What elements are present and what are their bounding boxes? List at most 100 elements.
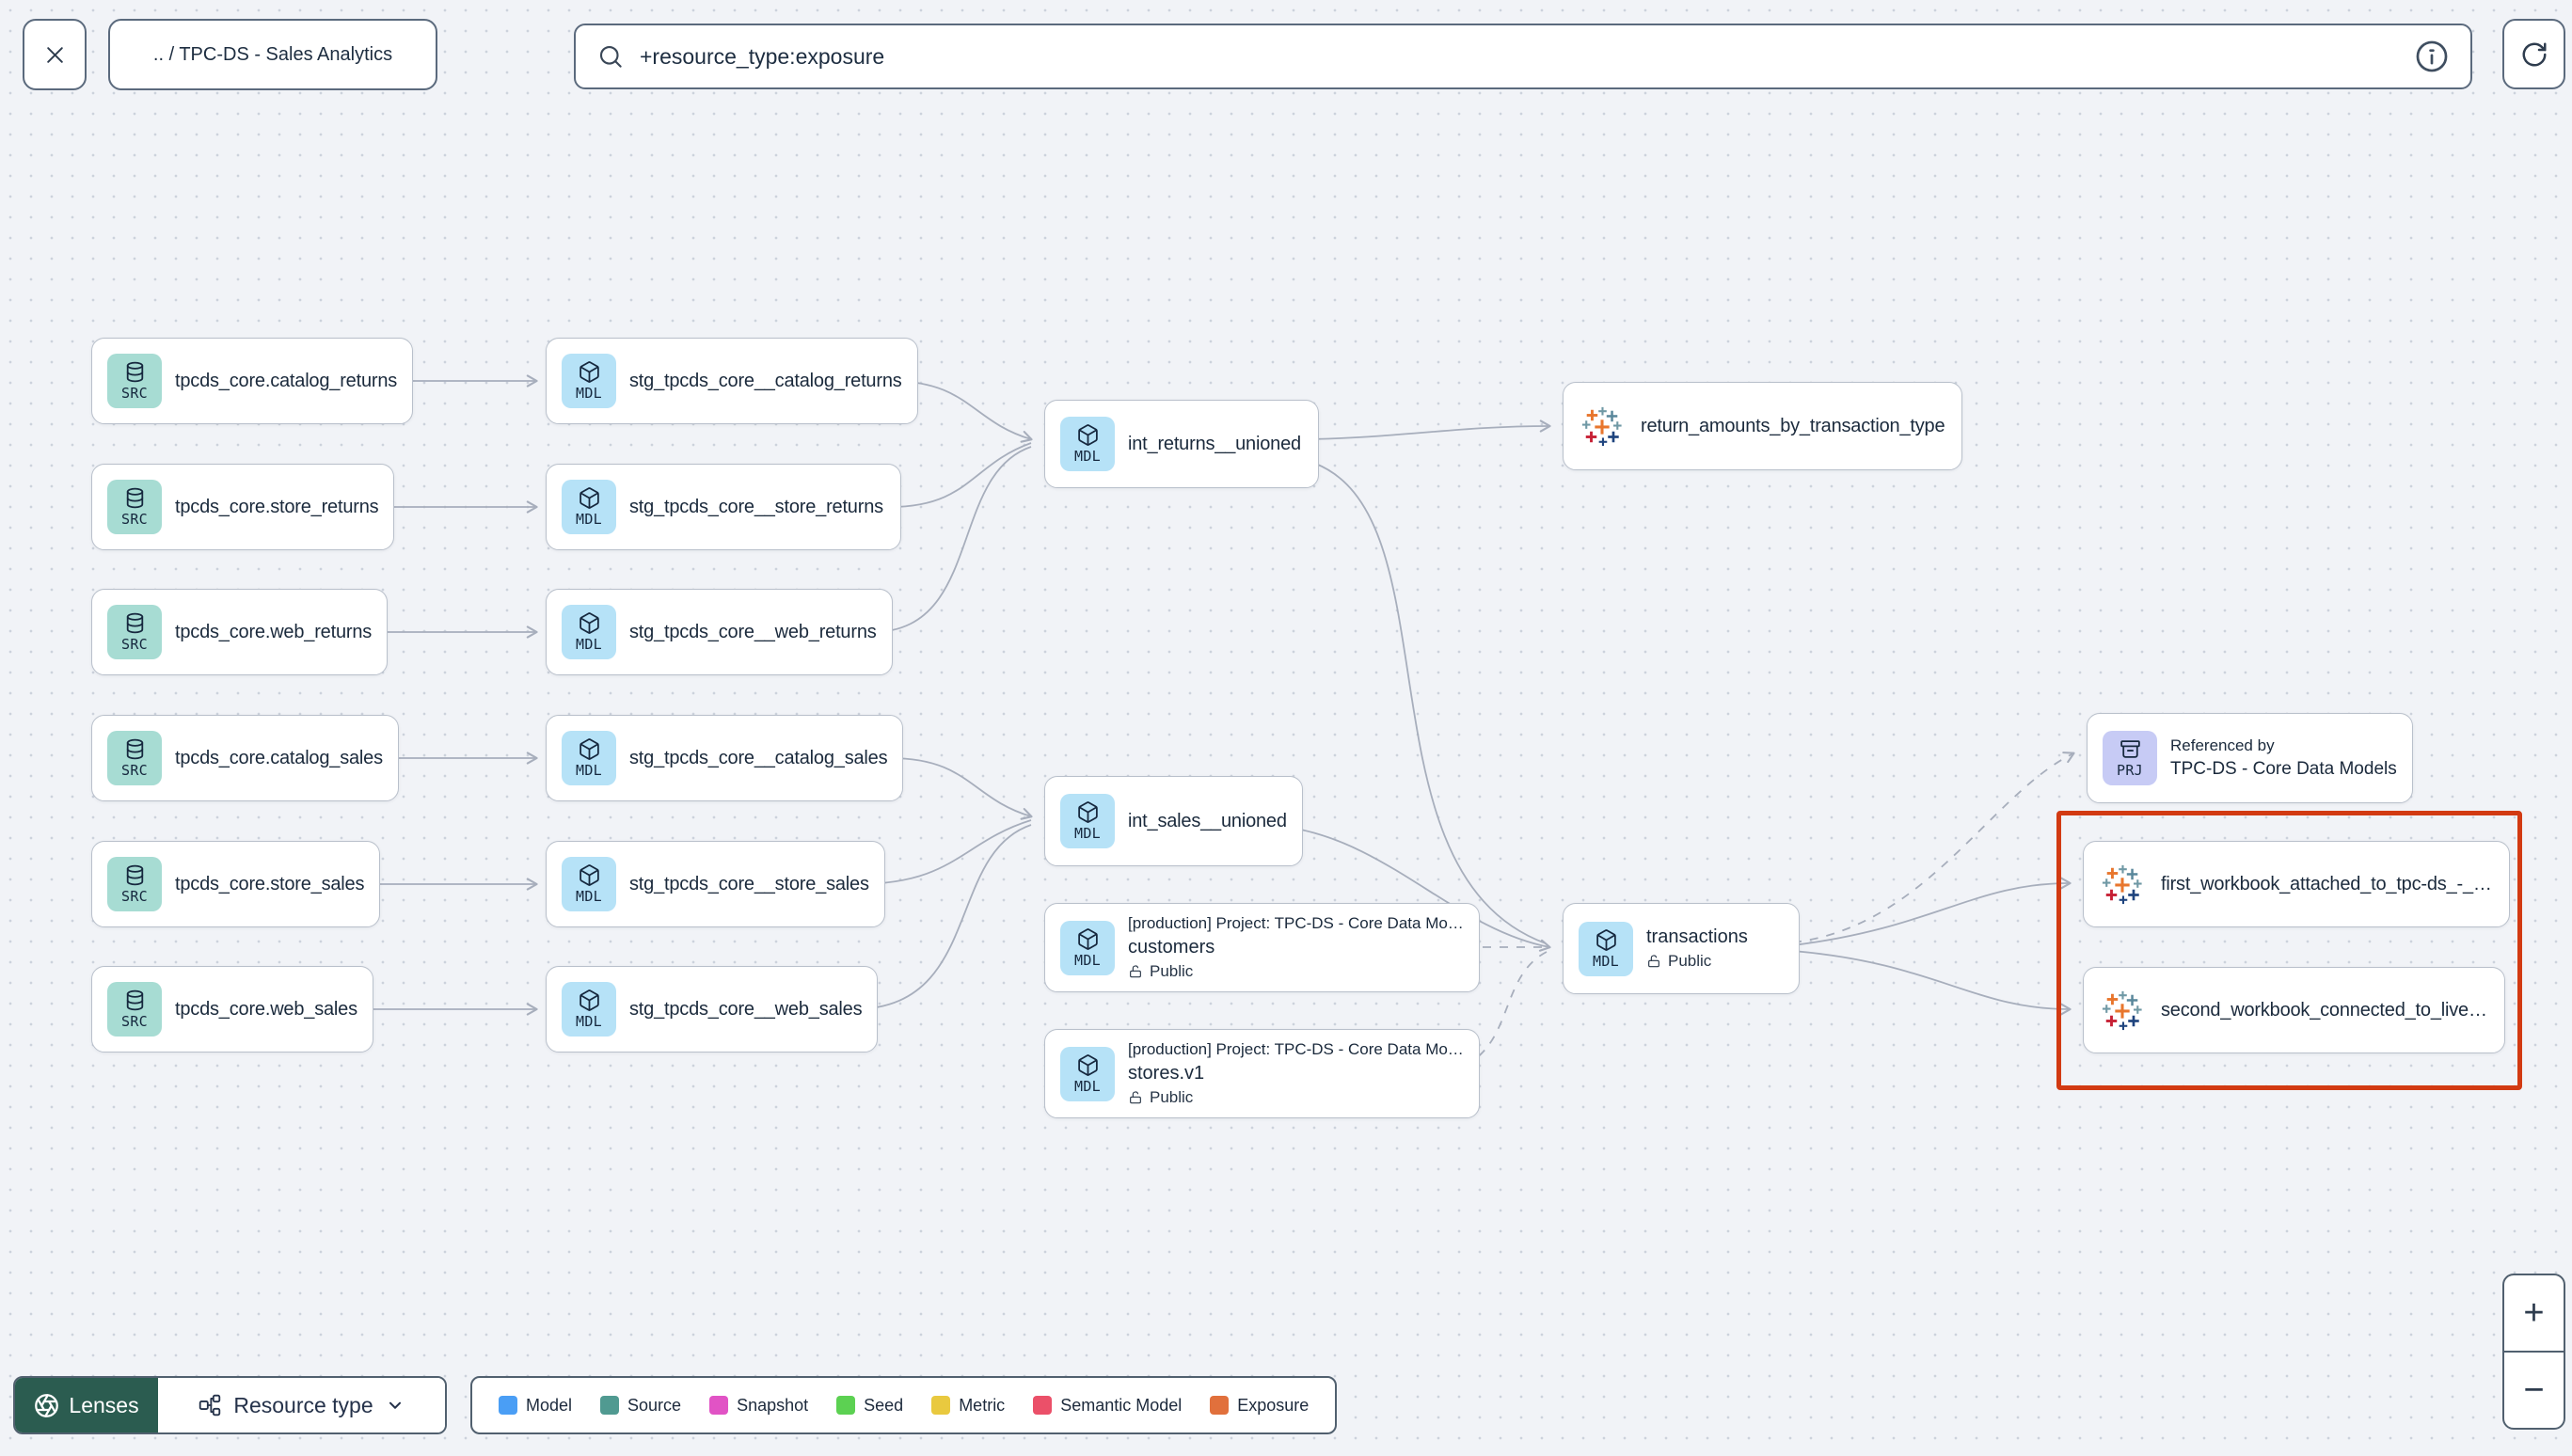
- node-stg-store-returns[interactable]: MDL stg_tpcds_core__store_returns: [546, 464, 901, 550]
- badge-label: SRC: [121, 762, 148, 779]
- chevron-down-icon: [385, 1395, 405, 1416]
- node-referenced-by-project[interactable]: PRJ Referenced by TPC-DS - Core Data Mod…: [2087, 713, 2413, 803]
- node-label: stg_tpcds_core__catalog_returns: [629, 370, 902, 391]
- node-label: stores.v1: [1128, 1063, 1205, 1084]
- sitemap-icon: [198, 1393, 222, 1417]
- zoom-in-button[interactable]: +: [2504, 1275, 2564, 1353]
- lens-controls: Lenses Resource type: [13, 1376, 447, 1434]
- refresh-icon: [2520, 40, 2548, 69]
- node-first-workbook-exposure[interactable]: first_workbook_attached_to_tpc-ds_-_…: [2083, 841, 2510, 927]
- model-badge: MDL: [1060, 1046, 1115, 1101]
- model-badge: MDL: [1060, 417, 1115, 471]
- legend-swatch-snapshot: [709, 1396, 729, 1415]
- source-badge: SRC: [107, 982, 162, 1037]
- legend-item-exposure: Exposure: [1210, 1396, 1309, 1416]
- node-src-catalog-returns[interactable]: SRC tpcds_core.catalog_returns: [91, 338, 414, 424]
- node-text: transactions Public: [1646, 926, 1748, 971]
- model-badge: MDL: [562, 731, 616, 785]
- node-stg-store-sales[interactable]: MDL stg_tpcds_core__store_sales: [546, 841, 885, 927]
- node-access: Public: [1128, 962, 1464, 981]
- node-label: TPC-DS - Core Data Models: [2170, 759, 2397, 779]
- node-stg-web-sales[interactable]: MDL stg_tpcds_core__web_sales: [546, 966, 879, 1052]
- source-badge: SRC: [107, 354, 162, 408]
- model-badge: MDL: [1579, 921, 1633, 976]
- model-badge: MDL: [562, 605, 616, 659]
- badge-label: MDL: [1074, 448, 1101, 465]
- legend-label: Model: [526, 1395, 573, 1415]
- database-icon: [123, 737, 147, 761]
- cube-icon: [578, 611, 601, 635]
- node-stg-catalog-returns[interactable]: MDL stg_tpcds_core__catalog_returns: [546, 338, 918, 424]
- source-badge: SRC: [107, 480, 162, 534]
- node-src-web-sales[interactable]: SRC tpcds_core.web_sales: [91, 966, 373, 1052]
- legend-swatch-exposure: [1210, 1396, 1230, 1415]
- node-text: Referenced by TPC-DS - Core Data Models: [2170, 736, 2397, 780]
- node-label: int_sales__unioned: [1128, 810, 1287, 831]
- resource-type-dropdown[interactable]: Resource type: [158, 1378, 445, 1432]
- legend-label: Seed: [864, 1395, 904, 1415]
- badge-label: SRC: [121, 1013, 148, 1030]
- legend-label: Metric: [959, 1395, 1006, 1415]
- node-src-web-returns[interactable]: SRC tpcds_core.web_returns: [91, 589, 389, 675]
- model-badge: MDL: [1060, 794, 1115, 848]
- cube-icon: [1076, 927, 1100, 951]
- node-label: stg_tpcds_core__catalog_sales: [629, 747, 888, 768]
- resource-type-label: Resource type: [233, 1392, 373, 1417]
- badge-label: MDL: [576, 511, 602, 528]
- node-label: tpcds_core.store_returns: [175, 496, 379, 517]
- badge-label: SRC: [121, 636, 148, 653]
- node-label: tpcds_core.web_sales: [175, 998, 357, 1020]
- legend-label: Snapshot: [737, 1395, 809, 1415]
- aperture-icon: [34, 1393, 59, 1418]
- legend-item-seed: Seed: [836, 1396, 903, 1416]
- close-button[interactable]: [23, 19, 87, 90]
- close-icon: [42, 42, 68, 68]
- cube-icon: [578, 989, 601, 1012]
- node-label: tpcds_core.catalog_sales: [175, 747, 383, 768]
- node-label: stg_tpcds_core__store_sales: [629, 873, 869, 894]
- access-label: Public: [1150, 962, 1194, 980]
- badge-label: SRC: [121, 511, 148, 528]
- node-stores-v1[interactable]: MDL [production] Project: TPC-DS - Core …: [1044, 1029, 1480, 1118]
- legend-swatch-semantic-model: [1033, 1396, 1053, 1415]
- node-src-catalog-sales[interactable]: SRC tpcds_core.catalog_sales: [91, 715, 399, 801]
- breadcrumb[interactable]: .. / TPC-DS - Sales Analytics: [108, 19, 437, 90]
- lenses-button[interactable]: Lenses: [15, 1378, 158, 1432]
- search-bar: [574, 24, 2472, 89]
- node-access: Public: [1646, 952, 1748, 971]
- project-badge: PRJ: [2103, 731, 2157, 785]
- cube-icon: [578, 737, 601, 761]
- node-src-store-returns[interactable]: SRC tpcds_core.store_returns: [91, 464, 395, 550]
- node-stg-catalog-sales[interactable]: MDL stg_tpcds_core__catalog_sales: [546, 715, 904, 801]
- info-icon[interactable]: [2414, 39, 2450, 74]
- archive-icon: [2119, 737, 2142, 761]
- node-src-store-sales[interactable]: SRC tpcds_core.store_sales: [91, 841, 381, 927]
- legend-label: Exposure: [1237, 1395, 1310, 1415]
- legend-item-model: Model: [499, 1396, 572, 1416]
- badge-label: MDL: [576, 1013, 602, 1030]
- node-label: transactions: [1646, 926, 1748, 947]
- node-customers[interactable]: MDL [production] Project: TPC-DS - Core …: [1044, 903, 1480, 992]
- cube-icon: [1076, 423, 1100, 447]
- node-return-amounts-exposure[interactable]: return_amounts_by_transaction_type: [1563, 382, 1963, 470]
- node-label: tpcds_core.web_returns: [175, 621, 373, 642]
- database-icon: [123, 611, 147, 635]
- access-label: Public: [1668, 952, 1712, 970]
- refresh-button[interactable]: [2502, 19, 2565, 89]
- legend-label: Semantic Model: [1060, 1395, 1183, 1415]
- tableau-icon: [1580, 404, 1624, 448]
- source-badge: SRC: [107, 857, 162, 911]
- node-label: first_workbook_attached_to_tpc-ds_-_…: [2161, 873, 2492, 894]
- node-int-returns-unioned[interactable]: MDL int_returns__unioned: [1044, 400, 1319, 488]
- node-label: tpcds_core.store_sales: [175, 873, 365, 894]
- node-second-workbook-exposure[interactable]: second_workbook_connected_to_live…: [2083, 967, 2505, 1053]
- search-input[interactable]: [640, 43, 2399, 70]
- node-int-sales-unioned[interactable]: MDL int_sales__unioned: [1044, 776, 1303, 866]
- node-stg-web-returns[interactable]: MDL stg_tpcds_core__web_returns: [546, 589, 893, 675]
- node-transactions[interactable]: MDL transactions Public: [1563, 903, 1800, 994]
- zoom-out-button[interactable]: −: [2523, 1369, 2545, 1410]
- database-icon: [123, 486, 147, 510]
- database-icon: [123, 989, 147, 1012]
- badge-label: MDL: [576, 385, 602, 402]
- cube-icon: [578, 863, 601, 887]
